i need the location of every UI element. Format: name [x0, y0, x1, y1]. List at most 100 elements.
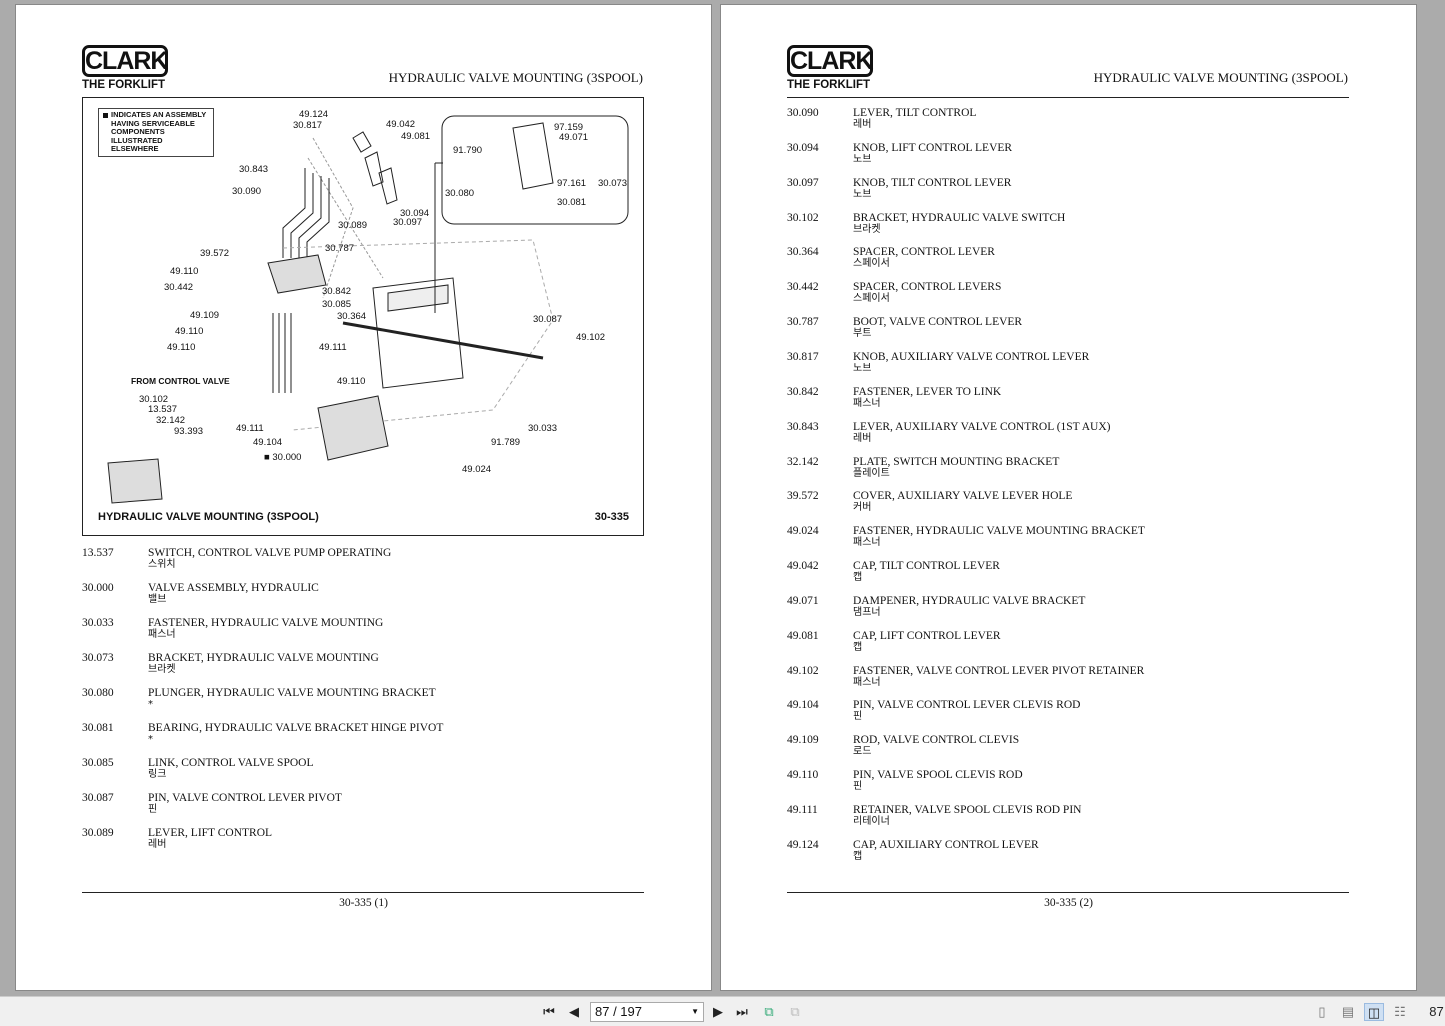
footer-rule: [82, 892, 644, 893]
part-number: 30.081: [82, 722, 114, 734]
callout-label: 30.364: [337, 311, 367, 322]
part-description: ROD, VALVE CONTROL CLEVIS: [853, 734, 1020, 747]
callout-label: 49.111: [236, 423, 264, 434]
part-description: FASTENER, HYDRAULIC VALVE MOUNTING BRACK…: [853, 525, 1145, 538]
facing-view-icon[interactable]: ◫: [1364, 1003, 1384, 1021]
part-number: 30.097: [787, 176, 819, 189]
callout-label: 91.789: [491, 437, 521, 448]
part-korean-name: 브라켓: [853, 223, 881, 235]
part-korean-name: 브라켓: [148, 664, 176, 675]
part-korean-name: 핀: [853, 781, 863, 793]
part-description: KNOB, LIFT CONTROL LEVER: [853, 141, 1013, 154]
part-korean-name: 로드: [853, 746, 872, 758]
part-korean-name: 캡: [853, 572, 863, 584]
part-description: BOOT, VALVE CONTROL LEVER: [853, 316, 1023, 329]
part-description: LINK, CONTROL VALVE SPOOL: [148, 757, 314, 769]
logo-subtitle: THE FORKLIFT: [787, 79, 871, 91]
part-korean-name: 밸브: [148, 594, 167, 605]
part-number: 30.087: [82, 792, 114, 804]
part-description: COVER, AUXILIARY VALVE LEVER HOLE: [853, 490, 1073, 503]
callout-label: 32.142: [156, 415, 186, 426]
callout-label: 30.085: [322, 299, 352, 310]
part-description: FASTENER, VALVE CONTROL LEVER PIVOT RETA…: [853, 664, 1145, 677]
part-number: 30.102: [787, 211, 819, 224]
part-description: CAP, TILT CONTROL LEVER: [853, 560, 1000, 573]
part-description: VALVE ASSEMBLY, HYDRAULIC: [148, 582, 319, 594]
part-korean-name: 캡: [853, 641, 863, 653]
callout-label: 30.102: [139, 394, 169, 405]
rotate-icon[interactable]: ⧉: [764, 1004, 774, 1019]
part-korean-name: 핀: [853, 711, 863, 723]
callout-label: 49.110: [170, 266, 199, 277]
part-description: BRACKET, HYDRAULIC VALVE MOUNTING: [148, 652, 379, 664]
part-number: 30.442: [787, 281, 819, 294]
callout-label: 49.104: [253, 437, 283, 448]
part-description: PIN, VALVE CONTROL LEVER PIVOT: [148, 792, 342, 804]
first-page-button[interactable]: ⏮: [543, 1004, 555, 1019]
part-description: RETAINER, VALVE SPOOL CLEVIS ROD PIN: [853, 804, 1082, 816]
callout-label: 49.042: [386, 119, 416, 130]
callout-label: 49.071: [559, 132, 589, 143]
part-korean-name: 노브: [853, 153, 872, 165]
callout-label: 97.161: [557, 178, 587, 189]
part-number: 30.817: [787, 350, 819, 363]
next-page-button[interactable]: ▶: [713, 1004, 723, 1019]
exploded-diagram: INDICATES AN ASSEMBLY HAVING SERVICEABLE…: [82, 97, 644, 536]
facing-continuous-view-icon[interactable]: ☷: [1394, 1004, 1406, 1019]
part-number: 49.042: [787, 560, 819, 573]
logo-text: CLARK: [82, 45, 169, 77]
part-description: PLATE, SWITCH MOUNTING BRACKET: [853, 455, 1060, 468]
part-number: 30.364: [787, 246, 819, 259]
part-korean-name: *: [148, 699, 153, 710]
callout-label: 30.094: [400, 208, 430, 219]
part-number: 49.111: [787, 804, 818, 816]
part-number: 49.102: [787, 664, 819, 677]
part-description: PIN, VALVE CONTROL LEVER CLEVIS ROD: [853, 699, 1081, 712]
callout-label: 49.111: [319, 342, 347, 353]
part-description: SPACER, CONTROL LEVERS: [853, 281, 1002, 294]
callout-label: 49.081: [401, 131, 431, 142]
viewer-toolbar: ⏮ ◀ 87 / 197▼ ▶ ⏭ ⧉ ⧉ ▯ ▤ ◫ ☷ 87: [0, 996, 1445, 1026]
part-number: 30.094: [787, 141, 819, 154]
clark-logo: CLARK THE FORKLIFT: [787, 45, 874, 91]
part-korean-name: 레버: [148, 839, 167, 850]
last-page-button[interactable]: ⏭: [736, 1004, 748, 1019]
part-description: BEARING, HYDRAULIC VALVE BRACKET HINGE P…: [148, 722, 444, 734]
part-number: 13.537: [82, 547, 114, 559]
chevron-down-icon[interactable]: ▼: [691, 1007, 699, 1016]
part-number: 30.000: [82, 582, 114, 594]
part-description: LEVER, LIFT CONTROL: [148, 827, 273, 839]
prev-page-button[interactable]: ◀: [569, 1004, 579, 1019]
part-number: 49.081: [787, 629, 819, 642]
part-number: 49.104: [787, 699, 819, 712]
part-korean-name: 캡: [853, 850, 863, 862]
callout-label: 49.124: [299, 109, 329, 120]
continuous-view-icon[interactable]: ▤: [1341, 1004, 1355, 1019]
part-korean-name: 레버: [853, 119, 872, 130]
logo-text: CLARK: [787, 45, 874, 77]
callout-label: 30.087: [533, 314, 563, 325]
part-description: LEVER, TILT CONTROL: [853, 107, 977, 119]
callout-label: 30.033: [528, 423, 558, 434]
callout-label: 49.110: [175, 326, 204, 337]
part-number: 32.142: [787, 455, 819, 468]
part-description: FASTENER, LEVER TO LINK: [853, 385, 1002, 398]
part-number: 49.024: [787, 525, 819, 538]
part-description: DAMPENER, HYDRAULIC VALVE BRACKET: [853, 594, 1086, 607]
page-number-value: 87 / 197: [595, 1004, 642, 1019]
part-korean-name: 리테이너: [853, 816, 890, 827]
page-title: HYDRAULIC VALVE MOUNTING (3SPOOL): [388, 70, 643, 85]
callout-label: 30.442: [164, 282, 194, 293]
callout-label: 13.537: [148, 404, 178, 415]
callout-label: ■ 30.000: [264, 452, 302, 463]
part-korean-name: 스페이서: [853, 293, 890, 305]
part-korean-name: 레버: [853, 432, 872, 444]
zoom-value[interactable]: 87: [1429, 1004, 1444, 1019]
part-korean-name: 커버: [853, 502, 872, 514]
part-number: 30.089: [82, 827, 114, 839]
part-korean-name: 패스너: [853, 537, 881, 549]
page-number-field[interactable]: 87 / 197 ▼: [590, 1002, 704, 1022]
single-page-view-icon[interactable]: ▯: [1318, 1004, 1326, 1019]
part-number: 30.080: [82, 687, 114, 699]
callout-label: 30.090: [232, 186, 262, 197]
